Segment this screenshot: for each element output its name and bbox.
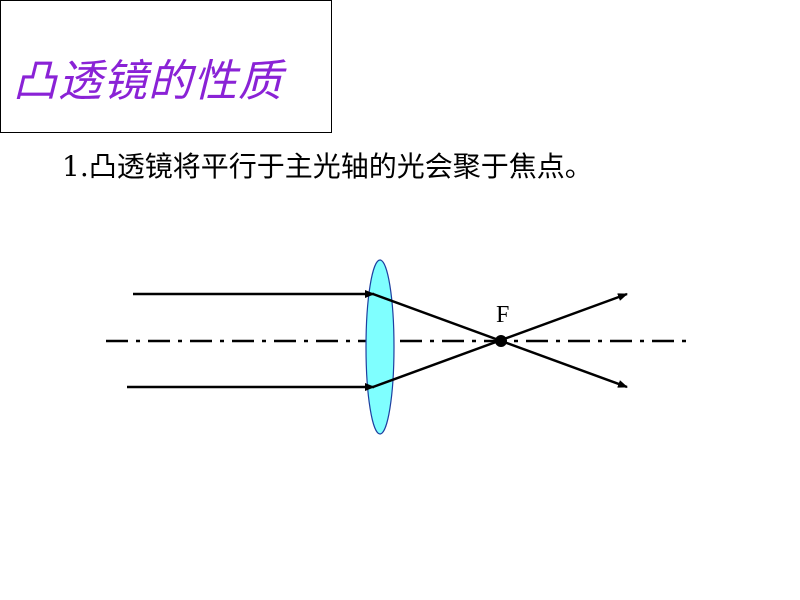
title-box: 凸透镜的性质 [0, 0, 332, 133]
convex-lens [365, 259, 395, 435]
page-title: 凸透镜的性质 [13, 56, 283, 107]
focal-point [495, 335, 507, 347]
focal-point-label: F [496, 302, 509, 328]
property-statement: 1.凸透镜将平行于主光轴的光会聚于焦点。 [62, 150, 593, 183]
